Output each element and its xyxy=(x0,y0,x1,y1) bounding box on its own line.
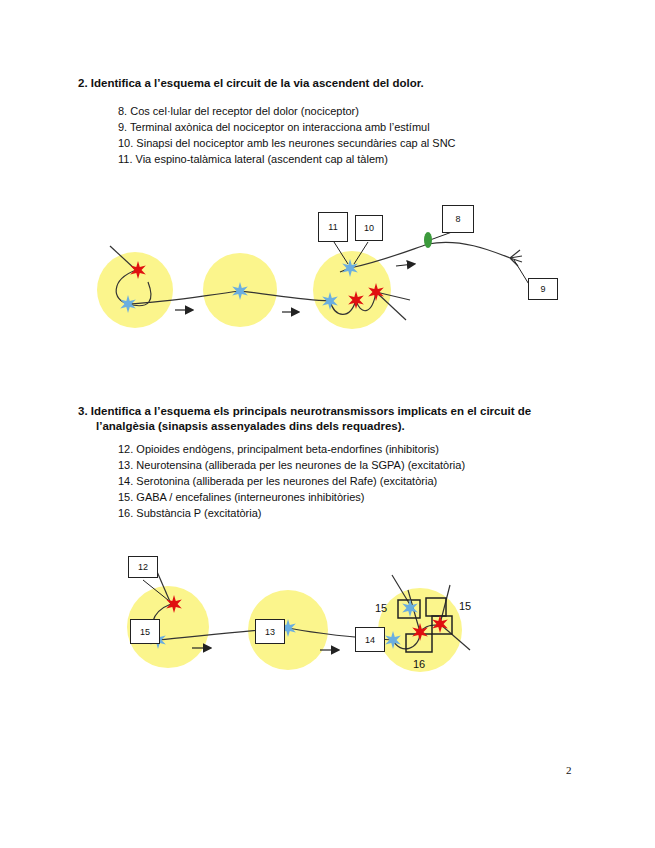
neuron xyxy=(232,282,248,300)
direction-arrow xyxy=(175,264,414,650)
question-heading: 3. Identifica a l’esquema els principals… xyxy=(78,404,566,434)
callout-number: 15 xyxy=(375,601,387,616)
callout-number: 11 xyxy=(328,222,337,232)
callout-box: 8 xyxy=(442,205,474,233)
page-number: 2 xyxy=(566,763,572,778)
question-heading: 2. Identifica a l’esquema el circuit de … xyxy=(78,76,636,91)
neuron xyxy=(130,261,146,279)
list-item: 14. Serotonina (alliberada per les neuro… xyxy=(118,474,437,489)
list-item: 12. Opioides endògens, principalment bet… xyxy=(118,442,439,457)
callout-box: 15 xyxy=(130,619,160,644)
neuron xyxy=(432,615,448,633)
neuron xyxy=(120,295,136,313)
list-item: 9. Terminal axònica del nociceptor on in… xyxy=(118,120,430,135)
neuron xyxy=(385,631,401,649)
list-item: 16. Substància P (excitatòria) xyxy=(118,506,261,521)
cell-body xyxy=(424,232,432,248)
callout-number: 15 xyxy=(459,599,471,614)
callout-number: 14 xyxy=(365,635,375,645)
callout-number: 10 xyxy=(364,223,374,233)
callout-box: 12 xyxy=(128,556,158,578)
callout-box: 14 xyxy=(355,627,385,652)
list-item: 15. GABA / encefalines (interneurones in… xyxy=(118,490,364,505)
callout-box: 9 xyxy=(528,278,558,300)
list-item: 11. Via espino-talàmica lateral (ascende… xyxy=(118,152,388,167)
callout-number: 9 xyxy=(540,284,545,294)
callout-number: 15 xyxy=(140,627,150,637)
list-item: 13. Neurotensina (alliberada per les neu… xyxy=(118,458,465,473)
callout-number: 16 xyxy=(413,657,425,672)
list-item: 10. Sinapsi del nociceptor amb les neuro… xyxy=(118,136,456,151)
synapse-box xyxy=(398,598,452,652)
neuron xyxy=(348,291,364,309)
neuron-line xyxy=(110,242,522,650)
callout-number: 8 xyxy=(455,214,460,224)
list-item: 8. Cos cel·lular del receptor del dolor … xyxy=(118,104,359,119)
callout-box: 11 xyxy=(318,212,348,242)
neuron xyxy=(402,599,418,617)
neuron xyxy=(322,292,338,310)
neuron xyxy=(412,623,428,641)
callout-box: 10 xyxy=(355,215,383,241)
callout-number: 13 xyxy=(265,627,275,637)
neuron xyxy=(342,259,358,277)
callout-box: 13 xyxy=(255,619,285,644)
callout-number: 12 xyxy=(138,562,148,572)
neuron xyxy=(166,595,182,613)
neuron xyxy=(368,283,384,301)
